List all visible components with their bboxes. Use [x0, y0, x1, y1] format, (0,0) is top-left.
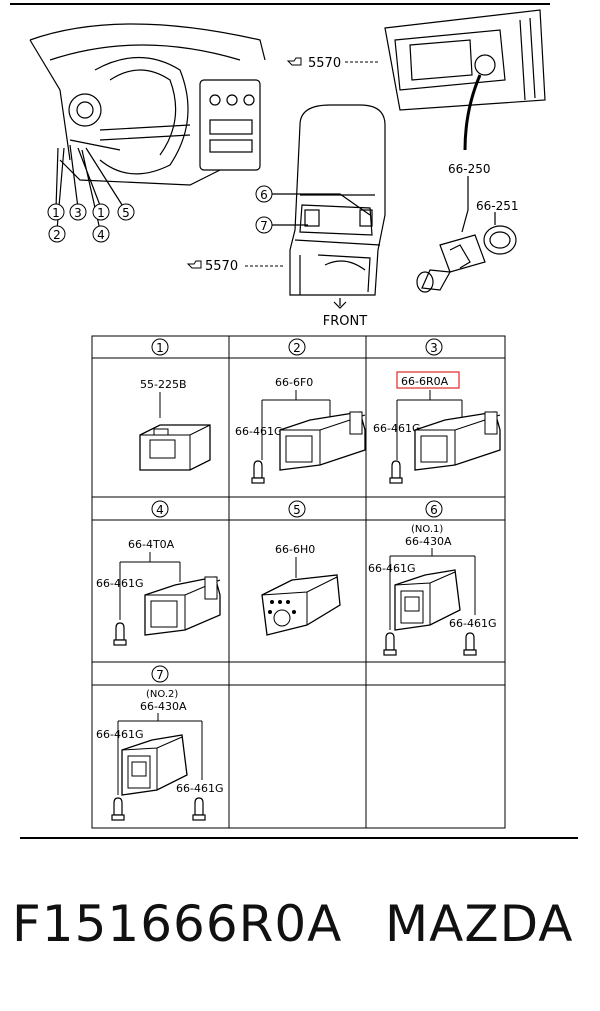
- callout-7: 7: [255, 216, 273, 234]
- cell-6-sub: (NO.1): [411, 524, 443, 535]
- cell-2-part: 66-6F0: [275, 376, 313, 389]
- highlight-box: [396, 371, 460, 389]
- callout-1b: 1: [92, 203, 110, 221]
- cell-7: 7 (NO.2) 66-430A 66-461G 66-461G: [96, 665, 224, 821]
- caption: F151666R0A MAZDA: [0, 895, 600, 975]
- svg-text:5570: 5570: [205, 259, 238, 274]
- cell-2: 2 66-6F0 66-461G: [235, 338, 366, 484]
- inset-drawing: [384, 9, 546, 151]
- bulb-icon: [251, 460, 265, 484]
- bulb-icon: [383, 632, 397, 656]
- cell-5-part: 66-6H0: [275, 543, 315, 556]
- switch-icon: [139, 424, 211, 471]
- cell-7-part: 66-430A: [140, 700, 187, 713]
- svg-text:3: 3: [74, 206, 82, 220]
- cell-2-bulb: 66-461G: [235, 425, 283, 438]
- callout-2: 2: [48, 225, 66, 243]
- parts-table: [91, 335, 506, 829]
- cell-6: 6 (NO.1) 66-430A 66-461G 66-461G: [368, 500, 497, 656]
- lighter-part-label: 66-250: [448, 162, 491, 176]
- cell-3-part: 66-6R0A: [401, 375, 449, 388]
- cell-5-number: 5: [293, 503, 301, 517]
- bulb-icon: [389, 460, 403, 484]
- cell-4: 4 66-4T0A 66-461G: [96, 500, 221, 646]
- svg-text:1: 1: [97, 206, 105, 220]
- cell-6-part: 66-430A: [405, 535, 452, 548]
- cell-7-bulb2: 66-461G: [176, 782, 224, 795]
- bulb-icon: [111, 797, 125, 821]
- switch-icon: [261, 574, 341, 636]
- dash-callouts: 1 3 1 5 2 4: [47, 203, 135, 243]
- cell-7-sub: (NO.2): [146, 689, 178, 700]
- bulb-icon: [192, 797, 206, 821]
- lighter-ring-label: 66-251: [476, 199, 519, 213]
- cell-6-number: 6: [430, 503, 438, 517]
- lighter-drawing: [416, 176, 517, 293]
- svg-text:2: 2: [53, 228, 61, 242]
- console-callouts: 6 7: [255, 185, 273, 234]
- ref-upper: 5570: [287, 56, 378, 71]
- front-label: FRONT: [323, 314, 367, 329]
- cell-3: 3 66-6R0A 66-461G: [373, 338, 501, 484]
- callout-3: 3: [69, 203, 87, 221]
- cell-6-bulb: 66-461G: [368, 562, 416, 575]
- callout-4: 4: [92, 225, 110, 243]
- cell-7-bulb: 66-461G: [96, 728, 144, 741]
- cell-4-part: 66-4T0A: [128, 538, 175, 551]
- parts-diagram: 1 3 1 5 2 4 5570 6 7: [10, 3, 578, 839]
- switch-icon: [121, 734, 188, 796]
- cell-1-number: 1: [156, 341, 164, 355]
- cell-3-bulb: 66-461G: [373, 422, 421, 435]
- svg-text:4: 4: [97, 228, 105, 242]
- switch-icon: [414, 411, 501, 471]
- callout-6: 6: [255, 185, 273, 203]
- cell-5: 5 66-6H0: [261, 500, 341, 636]
- svg-text:1: 1: [52, 206, 60, 220]
- brand-name: MAZDA: [385, 895, 574, 953]
- svg-text:5570: 5570: [308, 56, 341, 71]
- cell-7-number: 7: [156, 668, 164, 682]
- ref-lower: 5570: [187, 259, 285, 274]
- cell-4-bulb: 66-461G: [96, 577, 144, 590]
- cell-2-number: 2: [293, 341, 301, 355]
- bulb-icon: [113, 622, 127, 646]
- svg-text:5: 5: [122, 206, 130, 220]
- dashboard-drawing: [29, 23, 266, 231]
- switch-icon: [279, 411, 366, 471]
- bulb-icon: [463, 632, 477, 656]
- callout-1a: 1: [47, 203, 65, 221]
- cell-1: 1 55-225B: [139, 338, 211, 471]
- switch-icon: [144, 576, 221, 636]
- cell-6-bulb2: 66-461G: [449, 617, 497, 630]
- cell-3-number: 3: [430, 341, 438, 355]
- cell-4-number: 4: [156, 503, 164, 517]
- svg-text:6: 6: [260, 188, 268, 202]
- console-drawing: [272, 104, 386, 309]
- svg-text:7: 7: [260, 219, 268, 233]
- part-number: F151666R0A: [12, 895, 343, 953]
- switch-icon: [394, 569, 461, 631]
- callout-5: 5: [117, 203, 135, 221]
- cell-1-part: 55-225B: [140, 378, 187, 391]
